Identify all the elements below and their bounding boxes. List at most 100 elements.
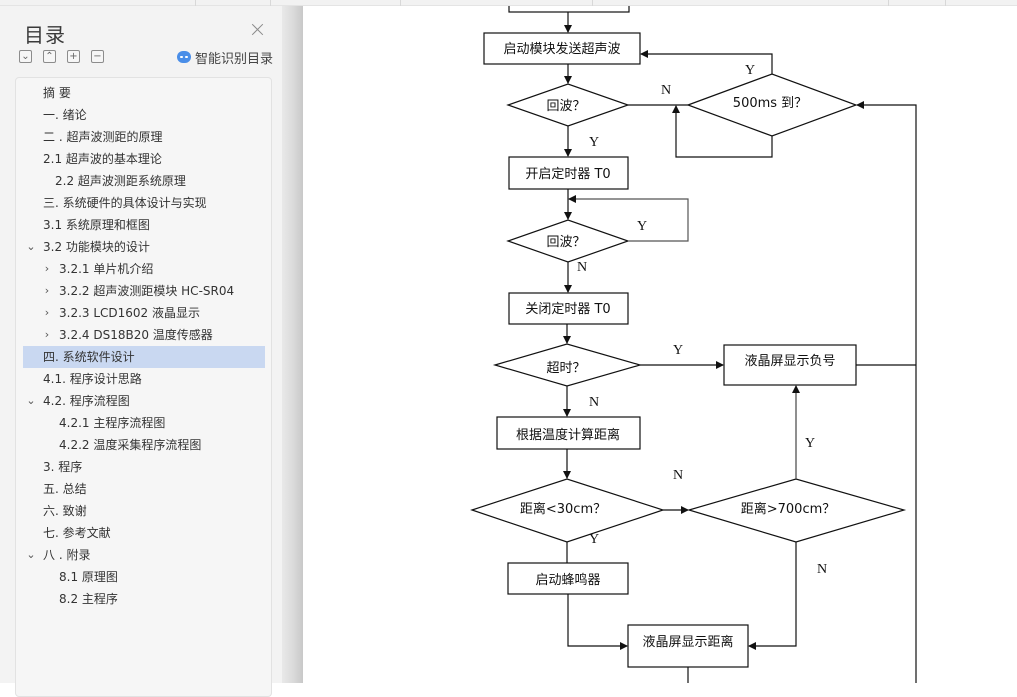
toc-item-label: 4.2. 程序流程图 xyxy=(43,394,130,408)
toc-item-label: 3.2.3 LCD1602 液晶显示 xyxy=(59,306,201,320)
toc-item[interactable]: 3.1 系统原理和框图 xyxy=(23,214,265,236)
toc-item-label: 二 . 超声波测距的原理 xyxy=(43,130,163,144)
toc-item-label: 4.2.2 温度采集程序流程图 xyxy=(59,438,202,452)
smart-recognize-icon xyxy=(177,51,191,63)
toc-item-label: 3. 程序 xyxy=(43,460,83,474)
node-dist-gt700-text: 距离>700cm？ xyxy=(741,501,836,517)
toc-item-label: 一. 绪论 xyxy=(43,108,87,122)
toc-item-label: 2.2 超声波测距系统原理 xyxy=(55,174,186,188)
edge-label-y: Y xyxy=(673,343,683,358)
chevron-down-icon[interactable]: ⌄ xyxy=(26,548,36,561)
node-buzzer xyxy=(507,562,629,595)
toc-item[interactable]: 二 . 超声波测距的原理 xyxy=(23,126,265,148)
node-start-timer-text: 开启定时器 T0 xyxy=(525,167,610,182)
edge-line xyxy=(856,101,917,683)
toc-item[interactable]: 4.2.1 主程序流程图 xyxy=(23,412,265,434)
toc-item-label: 8.1 原理图 xyxy=(59,570,118,584)
toc-item[interactable]: 8.2 主程序 xyxy=(23,588,265,610)
edge-line xyxy=(748,542,797,650)
node-wait-500ms-text: 500ms 到？ xyxy=(733,96,807,111)
toc-item[interactable]: 四. 系统软件设计 xyxy=(23,346,265,368)
edge-line xyxy=(640,50,773,74)
node-buzzer-text: 启动蜂鸣器 xyxy=(535,572,600,588)
toc-item[interactable]: 4.1. 程序设计思路 xyxy=(23,368,265,390)
top-toolbar-strip xyxy=(0,0,1017,6)
chevron-down-icon[interactable]: ⌄ xyxy=(26,394,36,407)
edge-label-n: N xyxy=(817,562,827,577)
node-lcd-negative-text: 液晶屏显示负号 xyxy=(744,354,835,369)
toc-item[interactable]: ⌄ 4.2. 程序流程图 xyxy=(23,390,265,412)
edge-label-y: Y xyxy=(589,532,599,547)
expand-all-button[interactable]: ⌄ xyxy=(19,50,32,63)
toc-item[interactable]: 2.1 超声波的基本理论 xyxy=(23,148,265,170)
toc-item[interactable]: 8.1 原理图 xyxy=(23,566,265,588)
toc-item[interactable]: 六. 致谢 xyxy=(23,500,265,522)
chevron-right-icon[interactable]: › xyxy=(44,262,50,275)
node-calc-distance-text: 根据温度计算距离 xyxy=(516,427,620,443)
node-stop-timer-text: 关闭定时器 T0 xyxy=(525,302,610,317)
toc-item-label: 六. 致谢 xyxy=(43,504,87,518)
edge-line xyxy=(567,594,628,650)
edge-label-n: N xyxy=(589,395,599,410)
toc-item-label: 8.2 主程序 xyxy=(59,592,118,606)
chevron-down-icon[interactable]: ⌄ xyxy=(26,240,36,253)
edge-label-y: Y xyxy=(637,219,647,234)
collapse-all-button[interactable]: ⌃ xyxy=(43,50,56,63)
toc-item-label: 3.1 系统原理和框图 xyxy=(43,218,150,232)
toc-item[interactable]: 一. 绪论 xyxy=(23,104,265,126)
edge-label-y: Y xyxy=(745,63,755,78)
toc-item-label: 2.1 超声波的基本理论 xyxy=(43,152,162,166)
toc-item-label: 3.2.1 单片机介绍 xyxy=(59,262,154,276)
smart-toc-button[interactable]: 智能识别目录 xyxy=(177,48,273,67)
chevron-right-icon[interactable]: › xyxy=(44,284,50,297)
node-lcd-distance-text: 液晶屏显示距离 xyxy=(642,634,733,650)
toc-item[interactable]: ⌄ 八 . 附录 xyxy=(23,544,265,566)
minus-icon: − xyxy=(93,51,102,62)
edge-line xyxy=(672,105,773,158)
toc-item[interactable]: 三. 系统硬件的具体设计与实现 xyxy=(23,192,265,214)
chevron-up-icon: ⌃ xyxy=(45,51,54,62)
node-lcd-negative xyxy=(723,344,857,386)
toc-item-label: 摘 要 xyxy=(43,86,71,100)
toc-item[interactable]: › 3.2.4 DS18B20 温度传感器 xyxy=(23,324,265,346)
toolbar-separator xyxy=(592,0,593,6)
toc-item[interactable]: 七. 参考文献 xyxy=(23,522,265,544)
toolbar-separator xyxy=(270,0,271,6)
edge-label-n: N xyxy=(661,83,671,98)
toc-item[interactable]: › 3.2.3 LCD1602 液晶显示 xyxy=(23,302,265,324)
node-send-wave xyxy=(483,32,641,65)
node-echo-2-text: 回波？ xyxy=(546,235,585,250)
node-dist-lt30-text: 距离<30cm？ xyxy=(520,501,606,517)
node-stop-timer xyxy=(508,292,629,325)
toolbar-separator xyxy=(888,0,889,6)
remove-level-button[interactable]: − xyxy=(91,50,104,63)
node-send-wave-text: 启动模块发送超声波 xyxy=(503,41,620,57)
toolbar-separator xyxy=(400,0,401,6)
add-level-button[interactable]: + xyxy=(67,50,80,63)
toc-item-label: 4.2.1 主程序流程图 xyxy=(59,416,166,430)
chevron-right-icon[interactable]: › xyxy=(44,328,50,341)
chevron-down-icon: ⌄ xyxy=(21,51,30,62)
flowchart: 启动模块发送超声波 回波？ 500ms 到？ 开启定时器 T0 回波？ 关闭定时… xyxy=(470,0,917,683)
toc-item[interactable]: 五. 总结 xyxy=(23,478,265,500)
toolbar-separator xyxy=(945,0,946,6)
toc-item[interactable]: 4.2.2 温度采集程序流程图 xyxy=(23,434,265,456)
edge-label-n: N xyxy=(577,260,587,275)
toc-item[interactable]: 摘 要 xyxy=(23,82,265,104)
toc-item-label: 五. 总结 xyxy=(43,482,87,496)
toc-item[interactable]: 2.2 超声波测距系统原理 xyxy=(23,170,265,192)
toc-item-label: 四. 系统软件设计 xyxy=(43,350,135,364)
chevron-right-icon[interactable]: › xyxy=(44,306,50,319)
toc-item-label: 3.2.4 DS18B20 温度传感器 xyxy=(59,328,213,342)
edge-label-y: Y xyxy=(805,436,815,451)
toc-item[interactable]: 3. 程序 xyxy=(23,456,265,478)
toc-item[interactable]: ⌄ 3.2 功能模块的设计 xyxy=(23,236,265,258)
toc-item[interactable]: ›3.2.2 超声波测距模块 HC-SR04 xyxy=(23,280,265,302)
toc-item[interactable]: › 3.2.1 单片机介绍 xyxy=(23,258,265,280)
node-echo-1-text: 回波？ xyxy=(546,99,585,114)
toc-item-label: 八 . 附录 xyxy=(43,548,91,562)
node-calc-distance xyxy=(496,416,641,450)
node-dist-gt700 xyxy=(686,478,907,543)
toc-item-label: 3.2 功能模块的设计 xyxy=(43,240,150,254)
